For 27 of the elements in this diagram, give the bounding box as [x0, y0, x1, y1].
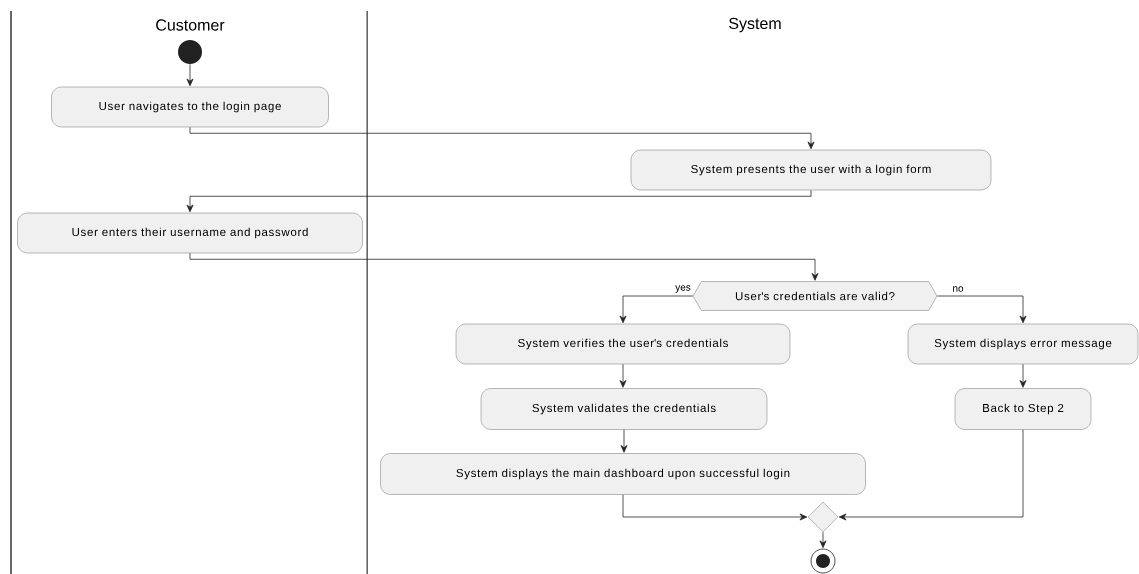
activity-box: User enters their username and password [17, 212, 363, 254]
merge-diamond [807, 501, 839, 533]
arrow [186, 189, 812, 213]
arrow [619, 295, 694, 324]
start-node [178, 40, 202, 64]
activity-box: System verifies the user's credentials [455, 323, 791, 365]
arrow [189, 126, 815, 150]
arrow [186, 63, 194, 87]
arrow [838, 429, 1024, 521]
arrow [622, 494, 808, 521]
activity-box: Back to Step 2 [954, 388, 1092, 430]
lane-heading: System [729, 17, 781, 33]
arrow [620, 429, 628, 453]
activity-box: System presents the user with a login form [630, 149, 992, 191]
activity-box: System displays the main dashboard upon successful login [380, 453, 866, 495]
arrow [819, 531, 827, 548]
activity-box: User navigates to the login page [51, 86, 329, 128]
arrow [619, 363, 627, 388]
end-node [810, 548, 836, 574]
arrow [1019, 363, 1027, 388]
activity-box: System validates the credentials [480, 388, 768, 430]
edge-label: yes [674, 284, 692, 294]
arrow [189, 252, 819, 281]
decision-hexagon: User's credentials are valid? [692, 281, 938, 311]
edge-label: no [951, 285, 965, 293]
arrow [936, 295, 1027, 324]
activity-box: System displays error message [907, 323, 1139, 365]
